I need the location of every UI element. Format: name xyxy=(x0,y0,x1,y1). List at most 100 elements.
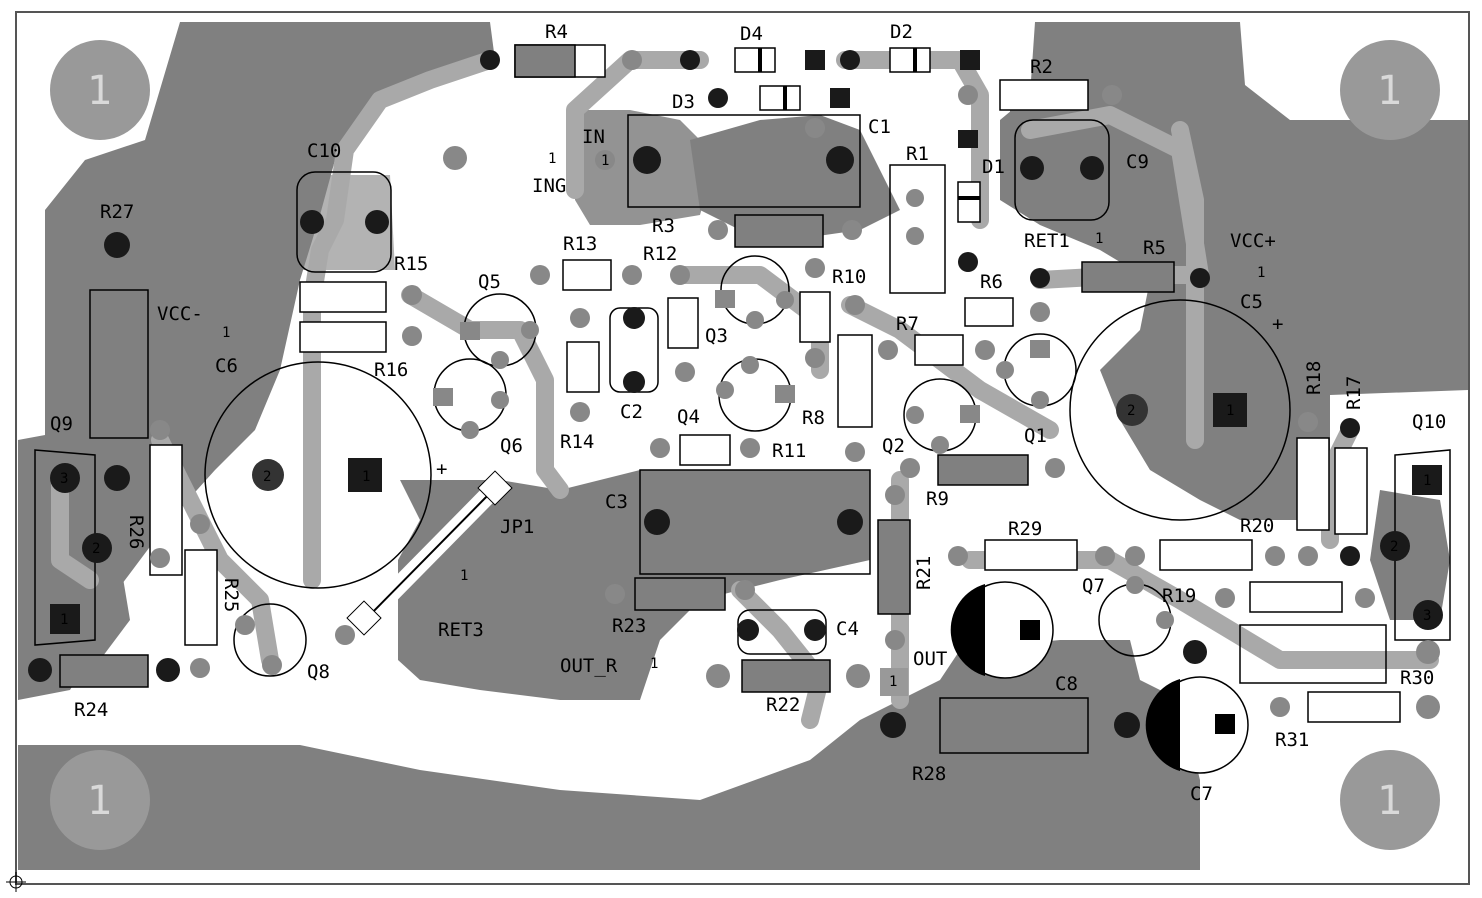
label-c8: C8 xyxy=(1055,673,1078,695)
label-q6: Q6 xyxy=(500,435,523,457)
label-r23: R23 xyxy=(612,615,646,637)
mount-hole-br-label: 1 xyxy=(1377,778,1402,824)
mount-hole-tr-label: 1 xyxy=(1377,68,1402,114)
r24-body xyxy=(59,654,149,688)
pour-ret3 xyxy=(398,470,870,700)
d2-body xyxy=(889,47,931,73)
label-d4: D4 xyxy=(740,23,763,45)
pads xyxy=(28,50,1443,738)
r25-body xyxy=(184,549,218,646)
d3-body xyxy=(759,85,801,111)
mount-hole-bl xyxy=(50,750,150,850)
label-r15: R15 xyxy=(394,253,428,275)
r17-body xyxy=(1334,447,1368,535)
r10-body xyxy=(799,291,831,343)
r6-body xyxy=(964,297,1014,327)
r12-body xyxy=(667,297,699,349)
r21-body xyxy=(877,519,911,615)
label-jp1: JP1 xyxy=(500,516,534,538)
label-r20: R20 xyxy=(1240,515,1274,537)
svg-text:1: 1 xyxy=(601,153,609,169)
origin-marker xyxy=(6,872,26,892)
label-c7: C7 xyxy=(1190,783,1213,805)
mount-hole-br xyxy=(1340,750,1440,850)
q10-outline xyxy=(1394,449,1451,641)
r27-body xyxy=(89,289,149,439)
label-r1: R1 xyxy=(906,143,929,165)
r28-body xyxy=(939,697,1089,754)
label-q3: Q3 xyxy=(705,325,728,347)
label-r9: R9 xyxy=(926,488,949,510)
mount-hole-tl-label: 1 xyxy=(87,68,112,114)
electrolytic-small xyxy=(950,581,1249,774)
d4-body xyxy=(734,47,776,73)
svg-text:1: 1 xyxy=(1226,403,1234,419)
label-r10: R10 xyxy=(832,266,866,288)
label-in: IN xyxy=(582,126,605,148)
svg-text:1: 1 xyxy=(889,674,897,690)
label-c6: C6 xyxy=(215,355,238,377)
svg-text:3: 3 xyxy=(60,471,68,487)
svg-text:1: 1 xyxy=(1257,265,1265,281)
svg-text:2: 2 xyxy=(263,469,271,485)
label-q1: Q1 xyxy=(1024,425,1047,447)
label-r4: R4 xyxy=(545,21,568,43)
label-q8: Q8 xyxy=(307,661,330,683)
mount-hole-tl xyxy=(50,40,150,140)
label-r17: R17 xyxy=(1343,376,1365,410)
pour-bottom xyxy=(18,640,1200,870)
trace-c10-rail xyxy=(303,51,499,589)
pour-c9 xyxy=(1010,110,1130,225)
label-r6: R6 xyxy=(980,271,1003,293)
svg-text:2: 2 xyxy=(1390,539,1398,555)
label-r31: R31 xyxy=(1275,729,1309,751)
c5-plus: + xyxy=(1272,313,1283,335)
svg-text:1: 1 xyxy=(460,568,468,584)
label-c4: C4 xyxy=(836,618,859,640)
r5-body xyxy=(1081,261,1175,293)
trace-input-top xyxy=(566,51,709,199)
label-c2: C2 xyxy=(620,401,643,423)
r18-body xyxy=(1296,437,1330,531)
r4-copper xyxy=(514,44,576,78)
r23-body xyxy=(634,577,726,611)
svg-text:3: 3 xyxy=(1423,608,1431,624)
r2-body xyxy=(999,79,1089,111)
label-r12: R12 xyxy=(643,243,677,265)
label-q5: Q5 xyxy=(478,271,501,293)
r7-body xyxy=(914,334,964,366)
c6-plus: + xyxy=(436,458,447,480)
d1-body xyxy=(957,181,981,223)
label-r27: R27 xyxy=(100,201,134,223)
label-r11: R11 xyxy=(772,440,806,462)
svg-text:1: 1 xyxy=(548,151,556,167)
pour-vcc-minus xyxy=(18,22,495,700)
label-r13: R13 xyxy=(563,233,597,255)
pour-c1 xyxy=(690,115,900,240)
label-q10: Q10 xyxy=(1412,411,1446,433)
label-c5: C5 xyxy=(1240,291,1263,313)
label-out: OUT xyxy=(913,648,947,670)
svg-text:1: 1 xyxy=(650,656,658,672)
label-r24: R24 xyxy=(74,699,108,721)
label-r19: R19 xyxy=(1162,585,1196,607)
label-q7: Q7 xyxy=(1082,575,1105,597)
r8-body xyxy=(837,334,873,428)
label-d3: D3 xyxy=(672,91,695,113)
r11-body xyxy=(679,434,731,466)
r29-body xyxy=(984,539,1078,571)
c9-outline xyxy=(1014,119,1110,221)
label-r5: R5 xyxy=(1143,237,1166,259)
label-r7: R7 xyxy=(896,313,919,335)
label-q9: Q9 xyxy=(50,413,73,435)
mounting-holes: 1 1 1 1 xyxy=(50,40,1440,850)
label-d2: D2 xyxy=(890,21,913,43)
label-r2: R2 xyxy=(1030,56,1053,78)
r13-body xyxy=(562,259,612,291)
trace-r17 xyxy=(1321,421,1359,549)
capacitor-outlines xyxy=(204,114,1387,684)
label-ing: ING xyxy=(532,175,566,197)
r22-body xyxy=(741,659,831,693)
